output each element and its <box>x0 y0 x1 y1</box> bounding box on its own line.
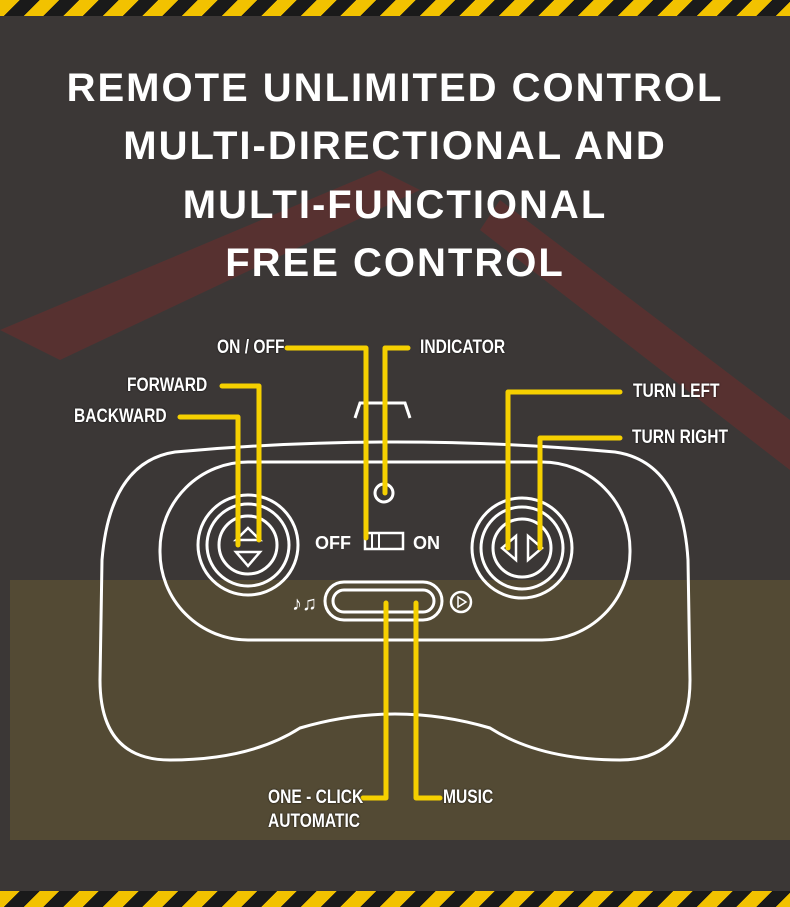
title-line-2: MULTI-DIRECTIONAL AND <box>123 124 667 168</box>
switch-off-label: OFF <box>315 533 351 553</box>
controller-outline <box>98 440 692 762</box>
label-on-off: ON / OFF <box>217 337 285 358</box>
label-automatic: AUTOMATIC <box>268 811 361 832</box>
music-icon: ♪♫ <box>292 593 317 615</box>
control-panel <box>158 460 632 642</box>
hazard-stripe-bottom <box>0 891 790 907</box>
label-turn-left: TURN LEFT <box>633 381 720 402</box>
label-indicator: INDICATOR <box>420 337 506 358</box>
switch-on-label: ON <box>413 533 440 553</box>
hazard-stripe-top <box>0 0 790 16</box>
left-joystick <box>196 493 300 597</box>
callout-lines <box>177 345 623 801</box>
label-music: MUSIC <box>443 787 494 808</box>
label-turn-right: TURN RIGHT <box>632 427 729 448</box>
play-icon <box>449 590 473 614</box>
label-one-click: ONE - CLICK <box>268 787 364 808</box>
title-line-3: MULTI-FUNCTIONAL <box>182 183 608 227</box>
label-forward: FORWARD <box>127 375 208 396</box>
title-line-1: REMOTE UNLIMITED CONTROL <box>66 66 724 110</box>
power-switch <box>363 531 405 551</box>
label-backward: BACKWARD <box>74 406 167 427</box>
title-line-4: FREE CONTROL <box>225 241 565 285</box>
right-joystick <box>470 496 574 600</box>
